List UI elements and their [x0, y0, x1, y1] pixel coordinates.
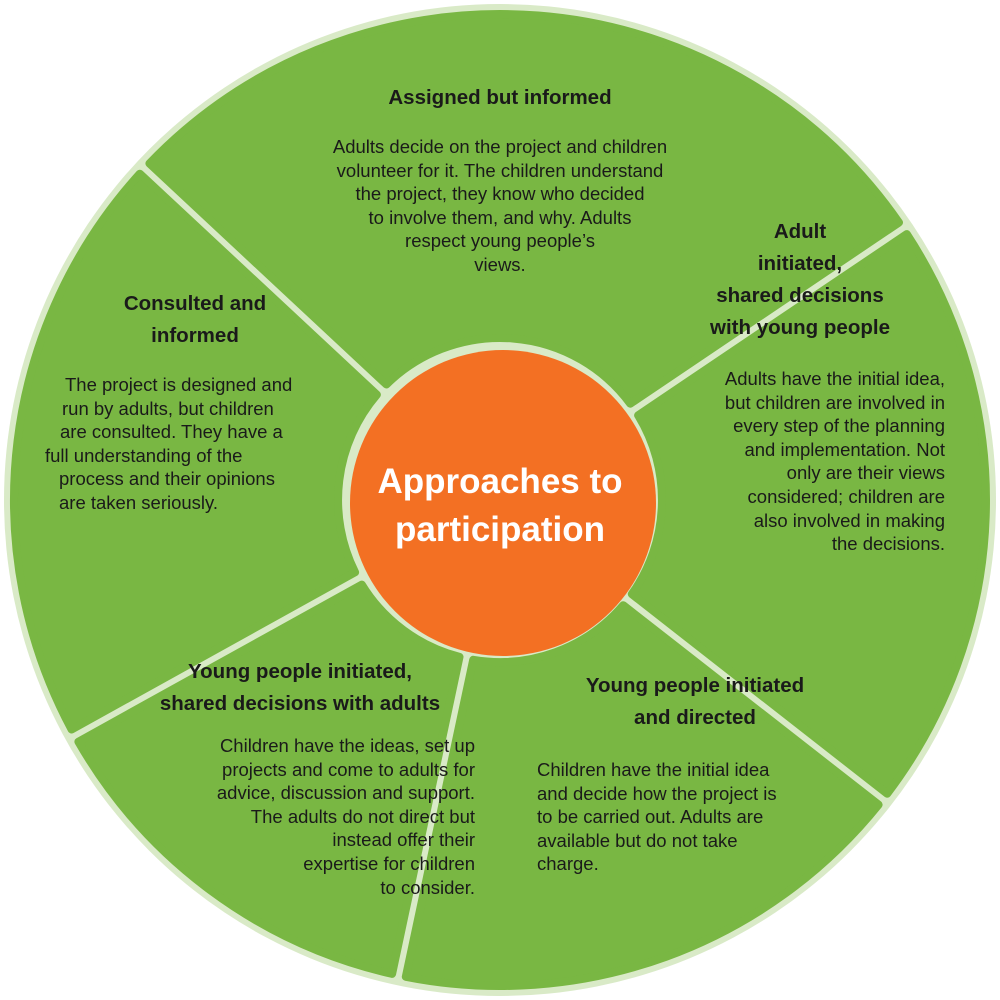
body-line: respect young people’s — [405, 230, 595, 252]
title-line: Young people initiated, — [188, 660, 412, 683]
segment-adult-initiated — [627, 230, 990, 798]
body-line: expertise for children — [303, 852, 475, 874]
center-label: Approaches to participation — [350, 458, 650, 554]
segment-title-assigned: Assigned but informed — [300, 82, 700, 114]
title-line: shared decisions with adults — [159, 692, 441, 715]
segment-body-young-directed: Children have the initial idea and decid… — [537, 758, 867, 876]
body-line: available but do not take — [537, 829, 738, 851]
body-line: Children have the initial idea — [537, 759, 770, 780]
body-line: process and their opinions — [59, 468, 275, 490]
body-line: Adults decide on the project and childre… — [332, 136, 668, 157]
center-label-line: participation — [394, 510, 606, 549]
title-line: Consulted and — [123, 292, 267, 315]
body-line: only are their views — [786, 462, 945, 484]
body-line: are consulted. They have a — [60, 421, 283, 443]
segment-young-directed — [401, 601, 883, 990]
segment-group — [10, 10, 990, 990]
body-line: the decisions. — [831, 533, 945, 555]
body-line: also involved in making — [753, 509, 945, 531]
body-line: charge. — [537, 853, 599, 875]
body-line: projects and come to adults for — [222, 758, 475, 780]
body-line: Adults have the initial idea, — [724, 368, 945, 389]
segment-title-adult-initiated: Adult initiated, shared decisions with y… — [665, 216, 935, 344]
body-line: are taken seriously. — [59, 491, 219, 513]
title-line: and directed — [634, 706, 756, 729]
title-line: with young people — [710, 316, 890, 339]
body-line: and decide how the project is — [537, 782, 777, 804]
body-line: the project, they know who decided — [355, 183, 645, 205]
title-line: Adult — [773, 220, 827, 243]
body-line: advice, discussion and support. — [216, 782, 475, 804]
body-line: to consider. — [380, 876, 475, 898]
body-line: but children are involved in — [724, 391, 945, 413]
segment-body-adult-initiated: Adults have the initial idea, but childr… — [600, 367, 945, 556]
title-line: Assigned but informed — [388, 86, 612, 109]
segment-body-young-shared: Children have the ideas, set up projects… — [100, 734, 475, 899]
segment-title-consulted: Consulted and informed — [70, 288, 320, 352]
segment-young-shared — [74, 580, 464, 978]
title-line: initiated, — [757, 252, 843, 275]
title-line: Young people initiated — [585, 674, 805, 697]
body-line: The adults do not direct but — [250, 805, 475, 827]
segment-assigned — [145, 10, 903, 408]
body-line: volunteer for it. The children understan… — [336, 159, 664, 181]
body-line: to involve them, and why. Adults — [368, 206, 632, 228]
title-line: informed — [151, 324, 239, 347]
body-line: Children have the ideas, set up — [219, 735, 475, 756]
body-line: run by adults, but children — [62, 397, 274, 419]
title-line: shared decisions — [716, 284, 884, 307]
body-line: every step of the planning — [733, 415, 945, 437]
body-line: instead offer their — [332, 829, 475, 851]
body-line: to be carried out. Adults are — [537, 806, 764, 828]
body-line: The project is designed and — [65, 374, 293, 395]
body-line: and implementation. Not — [744, 438, 945, 460]
body-line: views. — [474, 253, 526, 275]
segment-body-consulted: The project is designed and run by adult… — [45, 373, 365, 515]
segment-body-assigned: Adults decide on the project and childre… — [270, 135, 730, 277]
segment-title-young-directed: Young people initiated and directed — [540, 670, 850, 734]
body-line: full understanding of the — [45, 444, 243, 466]
segment-consulted — [10, 169, 381, 734]
center-circle — [350, 350, 656, 656]
body-line: considered; children are — [747, 485, 945, 507]
segment-title-young-shared: Young people initiated, shared decisions… — [115, 656, 485, 720]
center-label-line: Approaches to — [377, 462, 623, 501]
